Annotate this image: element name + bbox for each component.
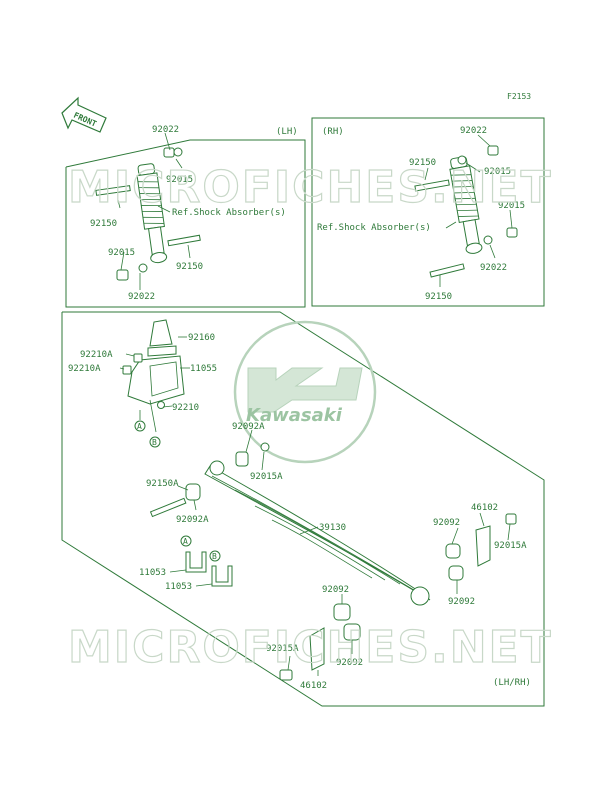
callout-11055: 11055 (190, 364, 217, 374)
figure-code: F2153 (507, 92, 531, 101)
callout-92210A: 92210A (80, 350, 113, 360)
callout-11053: 11053 (139, 568, 166, 578)
callout-92160: 92160 (188, 333, 215, 343)
callout-39130: 39130 (319, 523, 346, 533)
bolt-92150A (149, 497, 187, 518)
callout-92092A: 92092A (232, 422, 265, 432)
callout-92015A: 92015A (250, 472, 283, 482)
kawasaki-logo-text: Kawasaki (246, 405, 343, 426)
callout-92210A: 92210A (68, 364, 101, 374)
callout-92150: 92150 (90, 219, 117, 229)
kawasaki-logo: Kawasaki (233, 320, 377, 464)
panel-lh-shock: (LH) 92022 92015 92150 Ref.Shock Absorbe… (65, 125, 306, 308)
callout-92022: 92022 (480, 263, 507, 273)
leaf-spring-39130 (204, 460, 431, 606)
callout-92092A: 92092A (176, 515, 209, 525)
bolt-92150-lh-right (167, 234, 201, 247)
callout-92150: 92150 (409, 158, 436, 168)
shackle-46102-bottom (309, 627, 325, 671)
callout-92092: 92092 (433, 518, 460, 528)
shackle-46102-right (475, 525, 491, 567)
callout-92210: 92210 (172, 403, 199, 413)
callout-92150: 92150 (176, 262, 203, 272)
callout-92092: 92092 (448, 597, 475, 607)
bracket-11055 (127, 355, 185, 405)
lh-rh-label: (LH/RH) (493, 678, 531, 688)
circle-label-a: A (183, 537, 188, 546)
callout-46102: 46102 (300, 681, 327, 691)
rubber-stopper-92160 (149, 319, 173, 347)
lh-side-label: (LH) (276, 127, 298, 137)
bolt-92150-lh-left (95, 185, 131, 196)
ref-shock-absorber-rh: Ref.Shock Absorber(s) (317, 223, 431, 233)
u-bolt-11053-b (211, 565, 233, 587)
callout-92022: 92022 (152, 125, 179, 135)
callout-92015: 92015 (108, 248, 135, 258)
callout-92015A: 92015A (266, 644, 299, 654)
bushing-92092A (235, 451, 249, 467)
callout-92022: 92022 (128, 292, 155, 302)
callout-46102: 46102 (471, 503, 498, 513)
circle-label-a: A (137, 422, 142, 431)
callout-92015: 92015 (166, 175, 193, 185)
callout-92015A: 92015A (494, 541, 527, 551)
panel-rh-shock: (RH) 92022 92150 92015 92015 Ref.Shock A… (311, 117, 545, 307)
callout-92015: 92015 (498, 201, 525, 211)
watermark-bottom: MICROFICHES.NET (68, 622, 553, 673)
callout-92150: 92150 (425, 292, 452, 302)
rh-side-label: (RH) (322, 127, 344, 137)
front-arrow-icon: FRONT (61, 96, 107, 133)
callout-11053: 11053 (165, 582, 192, 592)
callout-92150A: 92150A (146, 479, 179, 489)
circle-label-b: B (152, 438, 157, 447)
ref-shock-absorber-lh: Ref.Shock Absorber(s) (172, 208, 286, 218)
panel-leaf-spring: (LH/RH) Kawasaki 92160 92210A 92210A 110… (61, 311, 545, 707)
watermark-top: MICROFICHES.NET (68, 162, 553, 213)
bushing-92092A-left (185, 483, 201, 501)
callout-92015: 92015 (484, 167, 511, 177)
u-bolt-11053-a (185, 551, 207, 573)
callout-92092: 92092 (336, 658, 363, 668)
shock-absorber-lh (136, 163, 168, 264)
callout-92092: 92092 (322, 585, 349, 595)
circle-label-b: B (212, 552, 217, 561)
callout-92022: 92022 (460, 126, 487, 136)
